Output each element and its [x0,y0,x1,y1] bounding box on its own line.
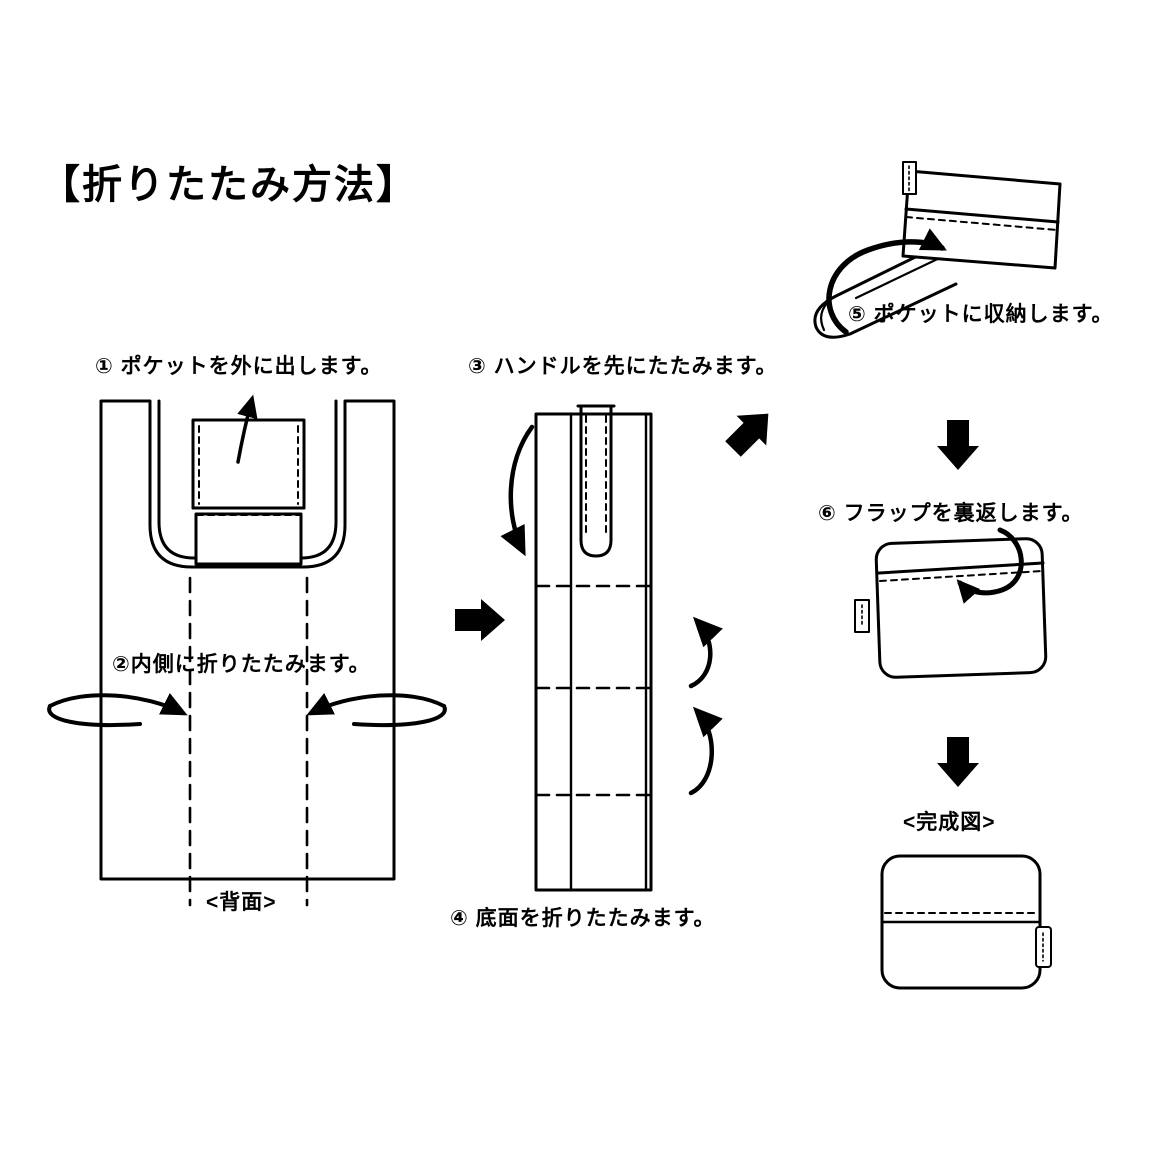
stitched-tab [902,161,917,195]
bag-outline [99,399,396,881]
pocket-band-stitch [905,216,1058,231]
step-5-label: ⑤ ポケットに収納します。 [848,303,1114,326]
step-arrow-up-right [725,413,769,457]
step-arrow-right [455,599,505,641]
stitched-tab [854,599,870,633]
figure-unfolded-bag [47,394,447,907]
step-3-label: ③ ハンドルを先にたたみます。 [468,355,778,378]
fold-inward-arrow-left [47,692,188,728]
step-6-label: ⑥ フラップを裏返します。 [818,502,1084,525]
step-4-label: ④ 底面を折りたたみます。 [450,907,716,930]
step-1-label: ① ポケットを外に出します。 [95,355,383,378]
step-arrow-down-1 [937,420,979,470]
flap-edge [877,561,1045,575]
handle-strap [576,404,616,558]
folded-body [534,412,653,892]
bottom-fold-arrow-upper [688,616,723,689]
figure-finished-pouch [880,854,1052,990]
pocket-out-arrow [236,394,258,464]
flip-arrow [956,527,1024,604]
page-title: 【折りたたみ方法】 [40,163,418,207]
handle-fold-arrow [500,424,535,557]
pocket-pulled-out [191,418,306,566]
figure-folded-vertical [500,404,723,892]
pocket-band-line [904,207,1060,224]
strip-fold-line [854,252,950,300]
step-arrow-down-2 [937,737,979,787]
flap-stitch [879,570,1043,582]
figure-flip-flap [854,527,1048,679]
step-2-label: ②内側に折りたたみます。 [112,653,371,676]
figure-stuff-into-pocket [813,161,1062,339]
back-view-label: <背面> [206,891,277,914]
fold-inward-arrow-right [306,692,447,728]
bottom-fold-arrow-lower [688,706,723,796]
tuck-arrow [826,228,947,335]
finished-view-label: <完成図> [903,811,996,834]
stitched-tab [1035,926,1052,968]
